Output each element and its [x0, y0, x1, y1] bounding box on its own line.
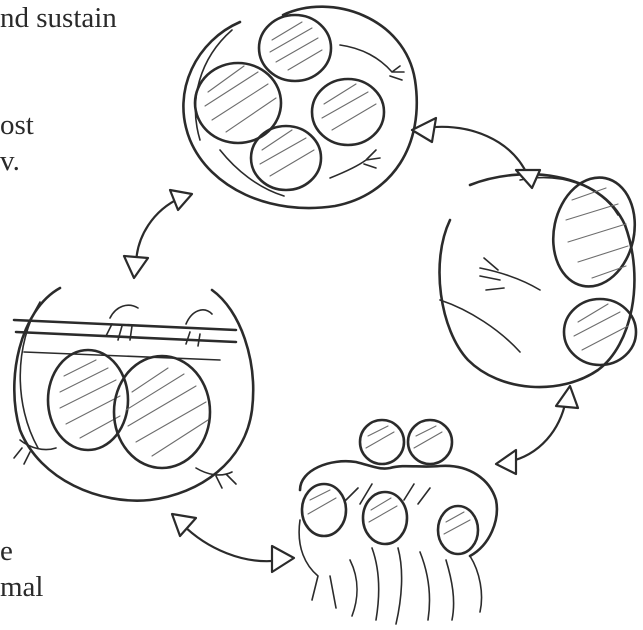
circle-holding-bar-left: [14, 288, 253, 501]
circle-two-heads-right: [440, 170, 643, 387]
double-arrow-left-top: [124, 190, 192, 278]
double-arrow-right-bottom: [496, 386, 578, 474]
double-arrow-top-right: [412, 118, 540, 188]
circle-four-heads-top: [183, 7, 416, 208]
double-arrow-bottom-left: [172, 514, 294, 572]
group-linked-figures-bottom: [299, 420, 497, 624]
